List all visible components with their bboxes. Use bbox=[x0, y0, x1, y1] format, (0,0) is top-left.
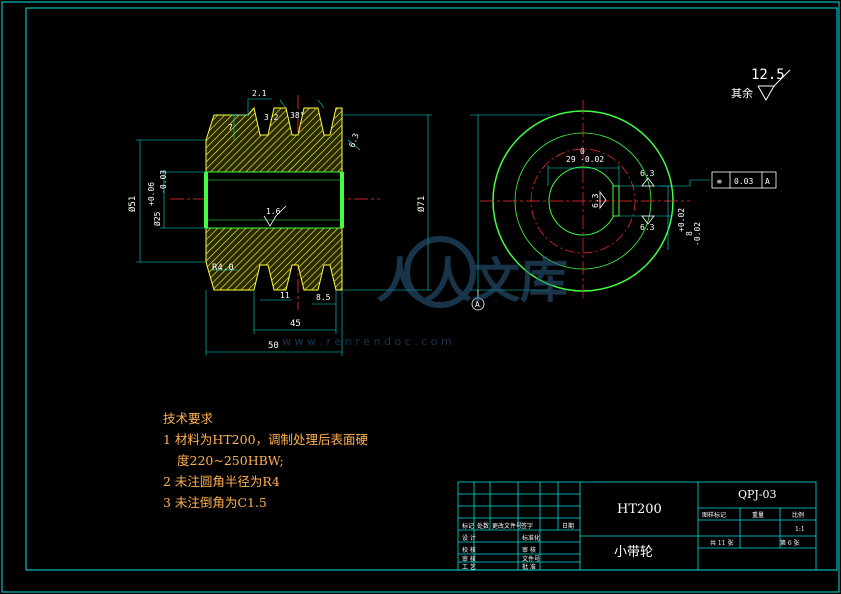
svg-text:设 计: 设 计 bbox=[462, 534, 476, 542]
svg-text:12.5: 12.5 bbox=[751, 67, 785, 83]
dim-pitch-dia: Ø71 bbox=[416, 196, 427, 212]
dim-angle: 38° bbox=[290, 111, 304, 120]
dim-top-width: 2.1 bbox=[252, 89, 267, 98]
note-line: 2 未注圆角半径为R4 bbox=[163, 474, 280, 489]
dim-small-step: 3.2 bbox=[264, 113, 279, 122]
svg-text:日期: 日期 bbox=[562, 522, 574, 530]
watermark: 人人文库 w w w . r e n r e n d o c . c o m bbox=[282, 236, 568, 348]
roughness-symbol: 12.5 其余 bbox=[731, 67, 791, 102]
svg-text:签字: 签字 bbox=[521, 522, 533, 530]
material: HT200 bbox=[617, 502, 662, 517]
tolerance-symbol: ≡ bbox=[717, 177, 722, 186]
svg-text:其余: 其余 bbox=[731, 86, 753, 100]
technical-requirements: 技术要求 1 材料为HT200，调制处理后表面硬 度220~250HBW; 2 … bbox=[163, 408, 368, 513]
svg-text:批 准: 批 准 bbox=[522, 563, 536, 571]
svg-text:图样标记: 图样标记 bbox=[702, 511, 726, 519]
dim-roughness-right: 6.3 bbox=[347, 132, 360, 149]
dim-fillet: R4.0 bbox=[212, 263, 234, 273]
svg-text:更改文件号: 更改文件号 bbox=[492, 522, 522, 530]
svg-text:审 核: 审 核 bbox=[522, 546, 536, 554]
dim-bore-roughness: 1.6 bbox=[266, 207, 281, 216]
svg-text:文件号: 文件号 bbox=[522, 555, 540, 563]
svg-text:校 核: 校 核 bbox=[462, 546, 476, 554]
svg-text:重量: 重量 bbox=[752, 511, 764, 519]
tolerance-value: 0.03 bbox=[734, 177, 753, 186]
datum-label: A bbox=[475, 300, 480, 309]
notes-title: 技术要求 bbox=[163, 411, 214, 426]
inner-frame bbox=[25, 7, 838, 571]
key-tol-upper: +0.02 bbox=[677, 208, 686, 232]
scale: 1:1 bbox=[795, 526, 805, 533]
svg-text:w w w . r e n r e n d o c . c: w w w . r e n r e n d o c . c o m bbox=[282, 335, 452, 348]
note-line: 度220~250HBW; bbox=[177, 453, 284, 468]
title-block-text: 标记 处数 更改文件号 签字 日期 设 计 校 核 审 核 工 艺 标准化 审 … bbox=[462, 488, 805, 571]
dim-outer-dia: Ø51 bbox=[127, 196, 138, 212]
title-block bbox=[457, 481, 817, 571]
svg-text:标记: 标记 bbox=[462, 522, 474, 530]
side-roughness-bottom: 6.3 bbox=[640, 223, 655, 232]
front-section-view: 2.1 3.2 38° 7 6.3 1.6 Ø51 Ø25 +0.06 -0.0… bbox=[127, 89, 432, 356]
side-roughness-mid: 6.3 bbox=[591, 193, 600, 208]
key-height: 8 bbox=[685, 231, 694, 236]
dim-bore-tol-lower: -0.03 bbox=[159, 170, 168, 194]
side-roughness-top: 6.3 bbox=[640, 169, 655, 178]
part-name: 小带轮 bbox=[614, 545, 653, 560]
sheet-total: 共 11 张 bbox=[710, 539, 733, 547]
tolerance-datum: A bbox=[765, 177, 770, 186]
dim-top-left: 7 bbox=[228, 123, 233, 132]
svg-text:标准化: 标准化 bbox=[522, 534, 540, 542]
keyway-width: 29 bbox=[566, 155, 576, 164]
keyway-tol-lower: -0.02 bbox=[580, 155, 604, 164]
dim-total-width: 50 bbox=[268, 341, 279, 351]
dim-groove-span: 45 bbox=[290, 319, 301, 329]
note-line: 3 未注倒角为C1.5 bbox=[163, 495, 267, 510]
side-view: 29 0 -0.02 6.3 6.3 6.3 8 +0.02 -0.02 ≡ 0… bbox=[470, 100, 777, 311]
svg-text:工 艺: 工 艺 bbox=[462, 563, 476, 571]
sheet-no: 第 6 张 bbox=[780, 539, 800, 547]
svg-text:人人文库: 人人文库 bbox=[376, 253, 568, 309]
svg-text:比例: 比例 bbox=[792, 511, 804, 519]
svg-text:处数: 处数 bbox=[477, 522, 489, 530]
key-tol-lower: -0.02 bbox=[693, 222, 702, 246]
svg-text:审 核: 审 核 bbox=[462, 555, 476, 563]
keyway-tol-upper: 0 bbox=[580, 147, 585, 156]
drawing-no: QPJ-03 bbox=[738, 488, 777, 501]
dim-groove-width: 8.5 bbox=[316, 293, 331, 302]
dim-bore-dia: Ø25 bbox=[152, 211, 162, 226]
dim-groove-pitch: 11 bbox=[280, 291, 290, 300]
dim-bore-tol-upper: +0.06 bbox=[147, 182, 156, 206]
note-line: 1 材料为HT200，调制处理后表面硬 bbox=[163, 432, 369, 447]
